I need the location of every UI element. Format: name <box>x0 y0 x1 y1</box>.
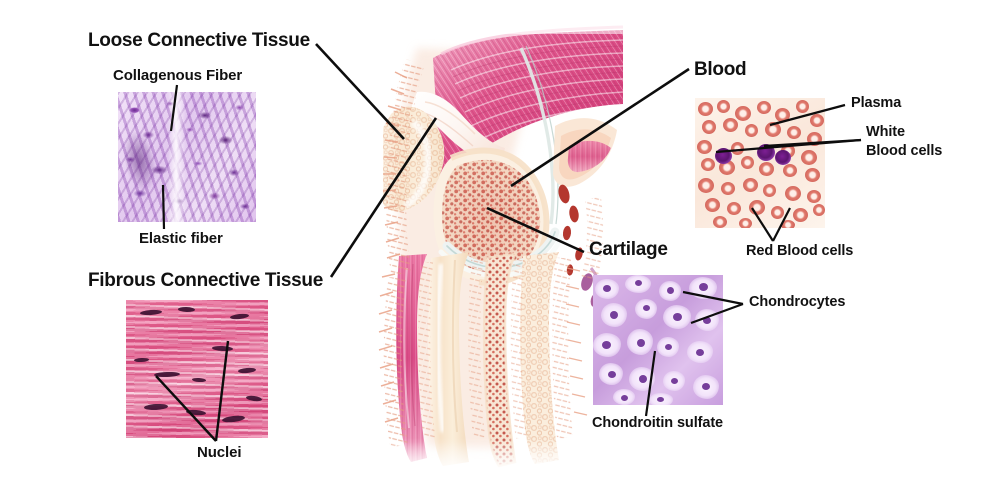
chondroitin-sulfate-label: Chondroitin sulfate <box>592 415 724 431</box>
white-blood-cells-label-line1: White <box>866 124 905 140</box>
blood-smear-micrograph <box>695 98 825 228</box>
elastic-fiber-label: Elastic fiber <box>139 230 223 247</box>
cartilage-title: Cartilage <box>589 239 668 260</box>
knee-joint-cross-section <box>355 18 625 483</box>
white-blood-cell <box>757 144 775 161</box>
white-blood-cell <box>775 150 791 165</box>
plasma-label: Plasma <box>851 95 902 111</box>
chondrocytes-label: Chondrocytes <box>749 294 846 310</box>
fibrous-connective-tissue-title: Fibrous Connective Tissue <box>88 270 323 291</box>
white-blood-cells-label-line2: Blood cells <box>866 143 943 159</box>
loose-connective-tissue-title: Loose Connective Tissue <box>88 30 310 51</box>
blood-title: Blood <box>694 59 747 80</box>
fibrous-connective-tissue-micrograph <box>126 300 268 438</box>
cartilage-micrograph <box>593 275 723 405</box>
loose-connective-tissue-micrograph <box>118 92 256 222</box>
collagenous-fiber-label: Collagenous Fiber <box>113 67 243 84</box>
nuclei-label: Nuclei <box>197 444 242 461</box>
red-blood-cells-label: Red Blood cells <box>746 243 854 259</box>
white-blood-cell <box>715 148 732 164</box>
